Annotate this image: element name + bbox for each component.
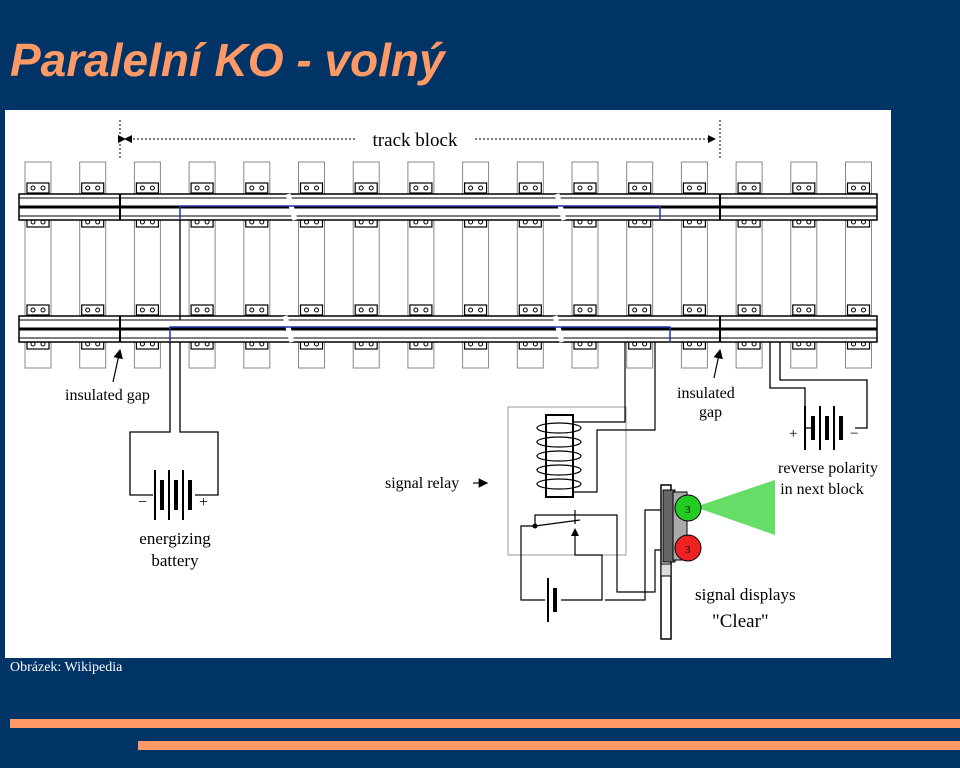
reverse-polarity-battery [769,342,868,450]
reverse-minus-sign: − [850,426,858,442]
red-lamp-number: 3 [685,544,691,556]
slide-title: Paralelní KO - volný [10,34,445,86]
track-block-label: track block [373,130,458,151]
signal-relay [507,342,656,601]
next-block-label: in next block [780,481,864,498]
insulated-gap-right-label-1: insulated [677,385,735,402]
insulated-gap-right-label-2: gap [699,404,722,421]
battery-minus-sign: − [138,494,147,511]
insulated-gap-left-label: insulated gap [65,387,150,404]
energizing-battery [129,220,219,520]
red-lamp-icon [674,534,702,562]
track-circuit-lines [169,205,671,342]
signal-displays-label: signal displays [695,585,796,604]
green-lamp-icon [674,494,702,522]
rail-joints [119,193,721,343]
track-block-dimension [118,120,721,160]
image-credit: Obrázek: Wikipedia [10,660,123,675]
relay-battery [547,578,557,622]
battery-plus-sign: + [199,494,208,511]
reverse-plus-sign: + [789,426,797,442]
track-circuit-diagram: track block insulated gap insulated gap … [5,110,891,658]
signal-wires [534,509,662,601]
lower-rail [18,315,878,343]
signal-light-beam [695,480,775,535]
reverse-polarity-label: reverse polarity [778,460,878,477]
signal-relay-label: signal relay [385,475,459,492]
decorative-stripe-bottom [138,741,960,750]
decorative-stripe-top [10,719,960,728]
energizing-label: energizing [139,529,211,548]
green-lamp-number: 3 [685,504,691,516]
upper-rail [18,193,878,221]
battery-label: battery [151,551,199,570]
clear-label: "Clear" [712,611,769,632]
